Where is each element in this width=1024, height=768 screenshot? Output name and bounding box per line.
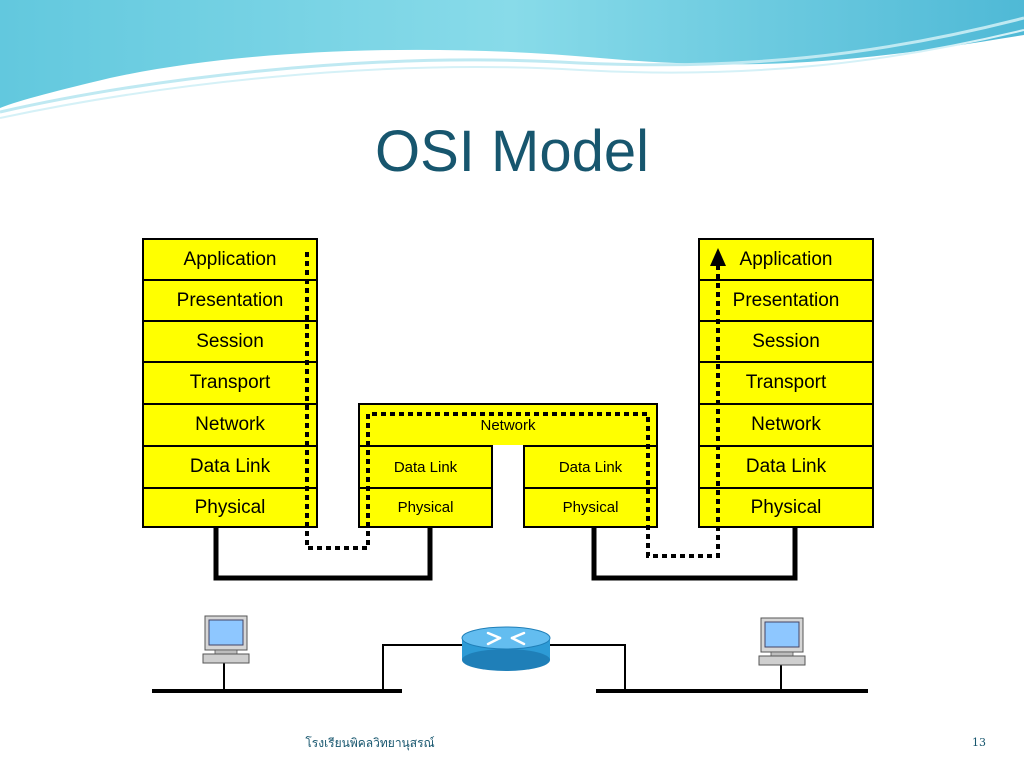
link-right [591,528,798,581]
router-port-gap [493,445,523,529]
computer-icon [202,615,250,664]
right-layer-physical: Physical [698,487,874,528]
left-layer-physical: Physical [142,487,318,528]
router-right-data-link: Data Link [523,445,658,489]
page-number: 13 [972,736,986,749]
left-layer-application: Application [142,238,318,281]
right-layer-transport: Transport [698,361,874,405]
left-layer-presentation: Presentation [142,279,318,322]
arrow-up-icon [710,248,726,266]
right-layer-data-link: Data Link [698,445,874,489]
right-layer-session: Session [698,320,874,363]
left-layer-transport: Transport [142,361,318,405]
right-layer-application: Application [698,238,874,281]
slide-title: OSI Model [375,119,649,184]
left-layer-data-link: Data Link [142,445,318,489]
computer-icon [758,617,806,666]
router-left-physical: Physical [358,487,493,528]
router-layer-network: Network [358,403,658,447]
footer-school-name: โรงเรียนพิคลวิทยานุสรณ์ [305,736,435,750]
router-icon [461,626,551,671]
router-right-physical: Physical [523,487,658,528]
data-flow-path [305,252,720,558]
link-left [213,528,433,581]
